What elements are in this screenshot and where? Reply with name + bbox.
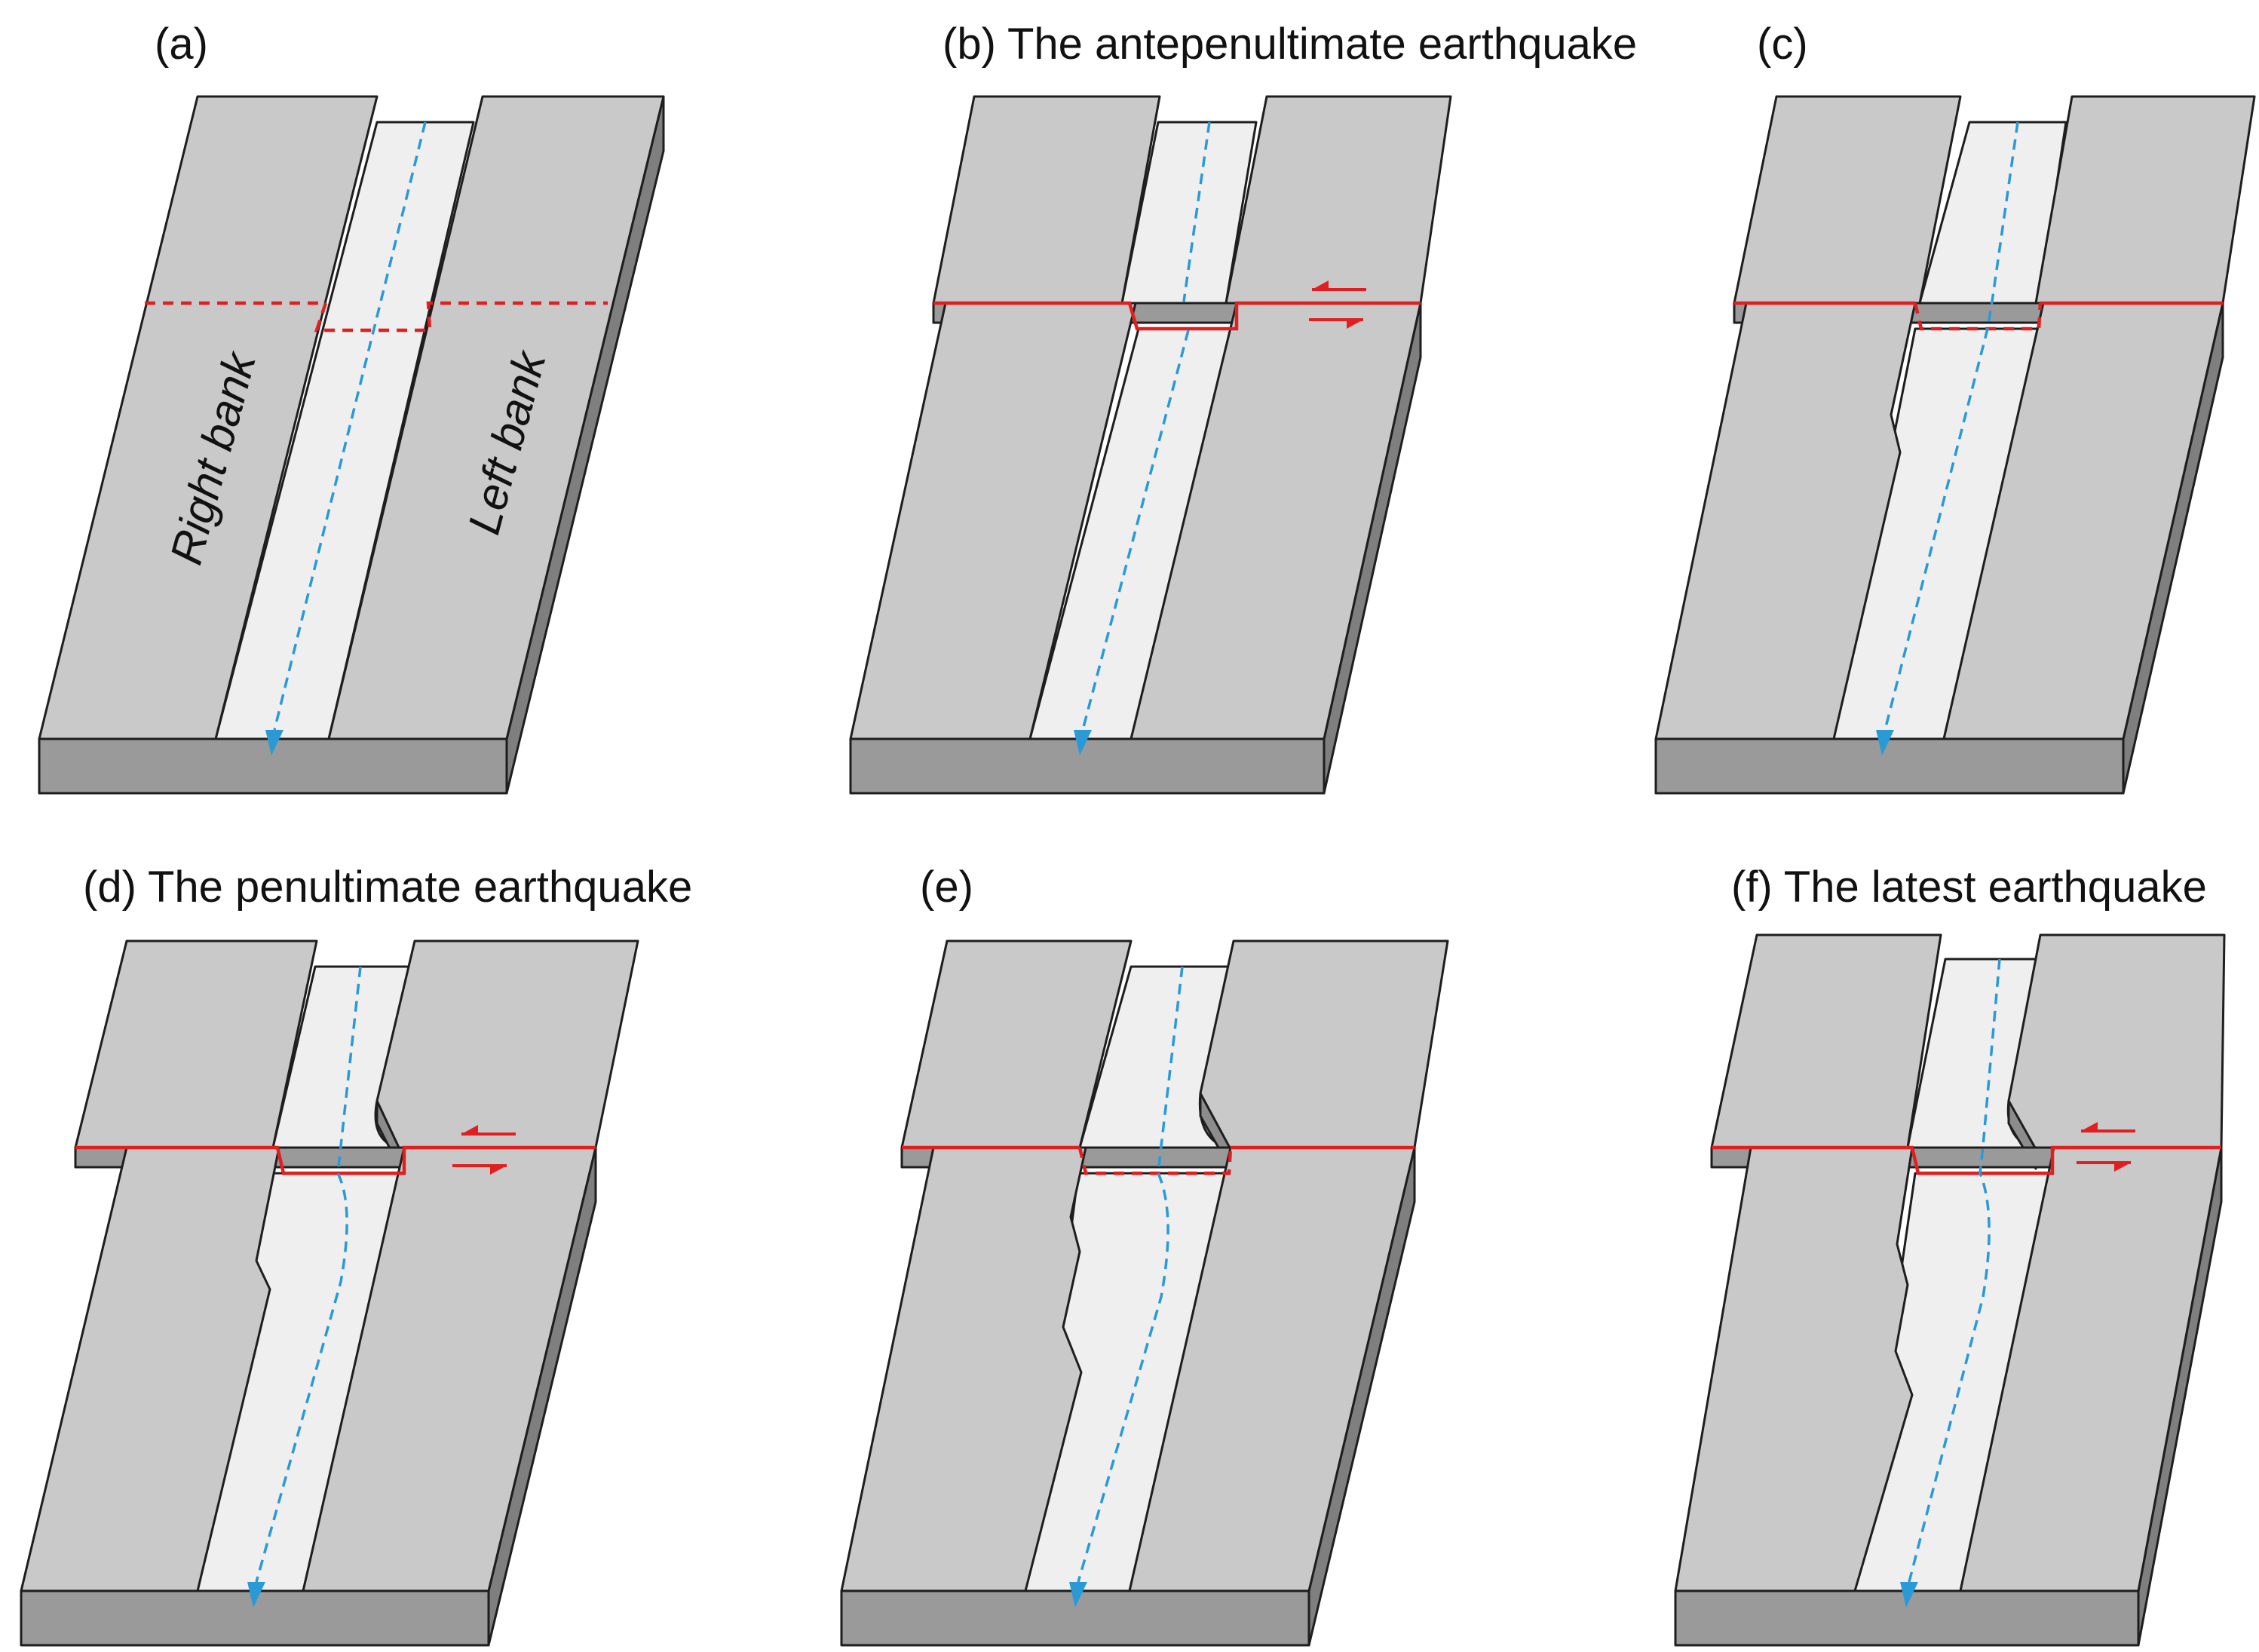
panel-e-caption: (e): [920, 863, 973, 912]
lower-right-bank: [849, 302, 1137, 740]
panel-f: (f) The latest earthquake: [1674, 863, 2226, 1647]
flow-arrowhead-icon: [1069, 1582, 1087, 1608]
block-front-face: [849, 737, 1326, 795]
upper-left-bank: [374, 939, 639, 1151]
flow-arrowhead-icon: [247, 1582, 265, 1608]
fault-trace: [145, 301, 608, 333]
left-bank-surface: [327, 95, 665, 740]
upper-right-bank: [1710, 933, 1942, 1149]
fault-trace-in-channel: [1077, 1147, 1233, 1175]
stream-flow-line: [1081, 121, 1211, 731]
half-arrow-pair-icon: [452, 1125, 516, 1175]
fault-trace: [75, 1145, 596, 1175]
stream-flow-line: [255, 966, 362, 1583]
panel-e: (e): [840, 863, 1449, 1647]
block-front-face: [1654, 737, 2125, 795]
upper-right-bank: [74, 939, 318, 1149]
fault-trace: [933, 301, 1421, 331]
panel-f-caption: (f) The latest earthquake: [1731, 863, 2207, 912]
panel-b-caption: (b) The antepenultimate earthquake: [943, 20, 1637, 69]
riverbed: [214, 121, 475, 740]
panel-a-caption: (a): [155, 20, 208, 69]
panel-d-caption: (d) The penultimate earthquake: [83, 863, 692, 912]
upper-left-bank: [2006, 933, 2226, 1151]
upper-left-bank: [1225, 95, 1452, 305]
flow-arrowhead-icon: [265, 730, 284, 756]
panel-a: (a) Right bank Left bank: [38, 20, 665, 795]
stream-flow-line: [273, 121, 427, 731]
panel-d: (d) The penultimate earthquake: [20, 863, 692, 1647]
upper-left-bank: [2034, 95, 2256, 305]
flow-arrowhead-icon: [1074, 730, 1092, 756]
right-bank-surface: [38, 95, 379, 740]
upper-right-bank: [932, 95, 1161, 305]
stream-flow-line: [1908, 958, 2001, 1583]
panel-b: (b) The antepenultimate earthquake: [849, 20, 1637, 795]
panel-c: (c): [1654, 20, 2256, 795]
panel-c-caption: (c): [1757, 20, 1808, 69]
half-arrow-pair-icon: [2077, 1122, 2135, 1172]
upper-left-bank: [1198, 939, 1449, 1151]
fault-trace: [1712, 1145, 2221, 1175]
stream-flow-line: [1884, 121, 2019, 731]
stream-flow-line: [1077, 966, 1184, 1583]
upper-right-bank: [1733, 95, 1962, 305]
half-arrow-pair-icon: [1309, 280, 1366, 329]
flow-arrowhead-icon: [1900, 1582, 1918, 1608]
flow-arrowhead-icon: [1876, 730, 1894, 756]
